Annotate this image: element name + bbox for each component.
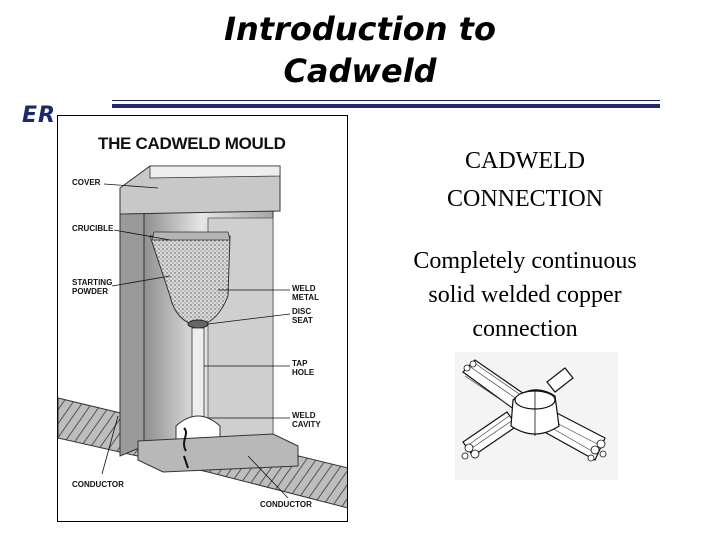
connection-description-line-1: Completely continuous (413, 248, 637, 274)
connection-description-line-3: connection (472, 316, 578, 342)
slide-title-text: Introduction to Cadweld (224, 10, 496, 90)
welded-tee-illustration (461, 359, 607, 462)
label-conductor-left: CONDUCTOR (72, 480, 124, 489)
label-crucible: CRUCIBLE (72, 224, 114, 233)
label-tap-hole: TAP HOLE (292, 359, 315, 377)
label-cover: COVER (72, 178, 101, 187)
mould-illustration (58, 165, 347, 509)
header-rule-thin (112, 100, 660, 101)
mould-figure-title: THE CADWELD MOULD (98, 134, 286, 153)
header-rule (112, 104, 660, 108)
cadweld-mould-figure: THE CADWELD MOULD COVER CRUCIBLE STARTIN… (57, 115, 348, 522)
label-weld-metal: WELD METAL (292, 284, 319, 302)
welded-connection-image (455, 352, 618, 480)
label-conductor-right: CONDUCTOR (260, 500, 312, 509)
connection-description: Completely continuous solid welded coppe… (385, 244, 665, 346)
label-disc-seat: DISC SEAT (292, 307, 313, 325)
company-logo: ER (22, 103, 56, 128)
label-starting-powder: STARTING POWDER (72, 278, 113, 296)
connection-description-line-2: solid welded copper (428, 282, 622, 308)
slide-title: Introduction to Cadweld (150, 8, 570, 92)
label-weld-cavity: WELD CAVITY (292, 411, 321, 429)
connection-heading-line-1: CADWELD (465, 148, 585, 174)
connection-heading: CADWELD CONNECTION (400, 142, 650, 218)
connection-heading-line-2: CONNECTION (447, 186, 603, 212)
